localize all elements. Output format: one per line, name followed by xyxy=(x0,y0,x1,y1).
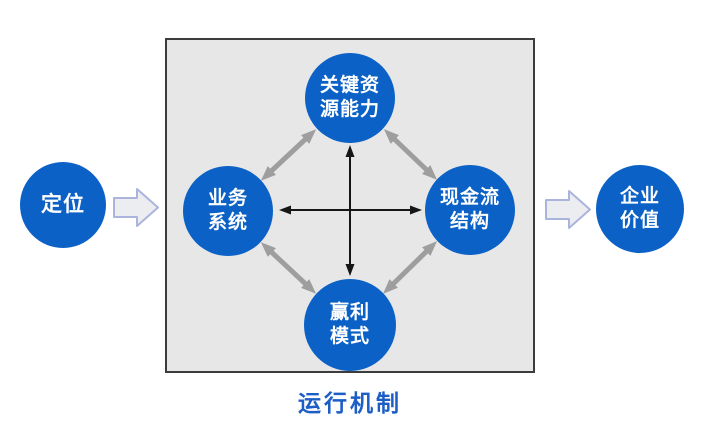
bidirectional-arrow-business-to-profit xyxy=(260,242,317,294)
node-cash-flow-structure: 现金流 结构 xyxy=(425,165,515,255)
node-enterprise-value: 企业 价值 xyxy=(596,165,684,253)
flow-arrow-right xyxy=(545,190,591,229)
bidirectional-arrow-business-to-resources xyxy=(260,129,317,181)
node-business-system-label: 业务 系统 xyxy=(207,187,248,233)
node-cash-flow-structure-label: 现金流 结构 xyxy=(439,186,500,232)
node-key-resources-label: 关键资 源能力 xyxy=(319,74,380,120)
diagram-title: 运行机制 xyxy=(298,390,402,416)
node-enterprise-value-label: 企业 价值 xyxy=(619,185,660,231)
bidirectional-arrow-profit-to-cashflow xyxy=(382,241,438,294)
node-profit-model-label: 赢利 模式 xyxy=(329,301,370,347)
node-key-resources: 关键资 源能力 xyxy=(305,53,395,143)
bidirectional-arrow-resources-to-cashflow xyxy=(383,129,438,180)
node-positioning: 定位 xyxy=(20,162,106,248)
node-business-system: 业务 系统 xyxy=(183,166,273,256)
node-profit-model: 赢利 模式 xyxy=(304,279,396,371)
node-positioning-label: 定位 xyxy=(41,192,85,216)
flow-arrow-left xyxy=(113,188,159,227)
